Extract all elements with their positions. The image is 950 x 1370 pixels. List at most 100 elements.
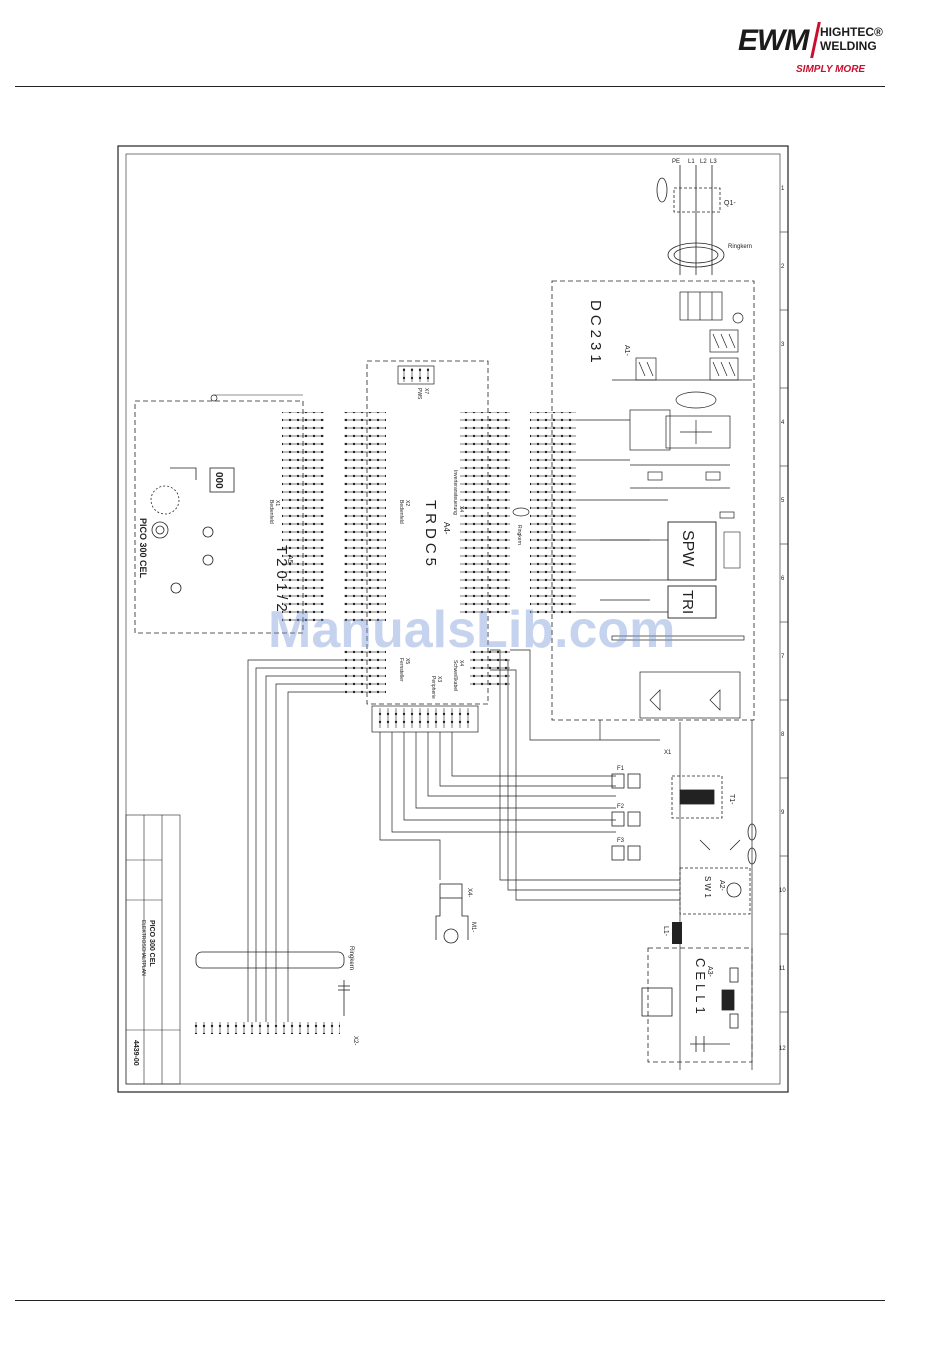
- a5-name: T201/2: [273, 545, 290, 616]
- fernsteller-label: Fernsteller: [398, 658, 404, 682]
- a5-label: A5-: [286, 555, 293, 567]
- panel-title: PICO 300 CEL: [138, 518, 148, 579]
- x1-label: X1: [274, 500, 280, 506]
- x2-pins-a: [344, 412, 386, 624]
- panel-controls: [150, 467, 235, 594]
- x3-label: X3: [436, 676, 442, 682]
- col-num: 4: [781, 420, 785, 426]
- power-section: [600, 291, 752, 719]
- x2-ext-label: X2-: [352, 1036, 358, 1045]
- ewm-logo: EWM HIGHTEC® WELDING SIMPLY MORE: [738, 22, 888, 78]
- ringkern-lower-label: Ringkern: [348, 946, 354, 970]
- drawing-inner-frame: [125, 153, 781, 1085]
- bedienfeld-label: Bedienfeld: [268, 500, 274, 524]
- l1-choke: [672, 922, 682, 944]
- header-rule: [15, 86, 885, 87]
- l3-input-label: L3: [710, 159, 717, 165]
- x1-ext-label: X1: [664, 750, 672, 756]
- x7-pws-connector: [397, 365, 435, 385]
- x5-pins: [344, 648, 386, 696]
- peripherie-label: Peripherie: [430, 676, 436, 699]
- panel-display: 000: [213, 472, 224, 489]
- title-product: PICO 300 CEL: [148, 920, 155, 967]
- connector-strips: [190, 412, 576, 1034]
- footer-rule: [15, 1300, 885, 1301]
- a4-label: A4-: [442, 522, 451, 535]
- title-drawing-number: 4439-00: [132, 1040, 139, 1066]
- col-num: 6: [781, 576, 785, 582]
- schweisskabel-label: Schweißkabel: [452, 660, 458, 691]
- bedienfeld-label-2: Bedienfeld: [398, 500, 404, 524]
- a3-label: A3-: [706, 966, 713, 978]
- col-num: 8: [781, 732, 785, 738]
- x2-ext-pins: [190, 1022, 340, 1034]
- sw1-block: [679, 867, 751, 915]
- sw1-label: S W 1: [703, 876, 712, 898]
- logo-welding: WELDING: [820, 39, 877, 53]
- col-num: 3: [781, 342, 785, 348]
- x4-label-b: X4: [458, 660, 464, 666]
- ringkern-label: Ringkern: [728, 244, 752, 250]
- f3-label: F3: [617, 838, 625, 844]
- tri-block: [667, 585, 717, 619]
- col-num: 2: [781, 264, 785, 270]
- x4-pins-b: [470, 648, 510, 688]
- title-description: ELEKTROSCHALTPLAN: [140, 920, 146, 976]
- logo-tagline: SIMPLY MORE: [796, 64, 866, 75]
- module-a1-dc231: [551, 280, 755, 721]
- col-num: 12: [779, 1046, 786, 1052]
- relay-contacts: [699, 823, 757, 865]
- title-block: [125, 814, 181, 1085]
- mains-input: [656, 165, 725, 275]
- signal-wiring: [247, 419, 753, 1070]
- col-num: 11: [779, 966, 786, 972]
- x4-pins: [460, 412, 510, 616]
- col-num: 10: [779, 888, 786, 894]
- ringkern-lower: [195, 951, 350, 1016]
- col-num: 5: [781, 498, 785, 504]
- logo-hightec: HIGHTEC®: [820, 25, 883, 39]
- column-ticks: [780, 231, 788, 1013]
- drawing-frame: [117, 145, 789, 1093]
- tri-label: TRI: [679, 590, 696, 614]
- watermark: ManualsLib.com: [268, 601, 676, 659]
- m1-label: M1-: [470, 922, 476, 932]
- l2-input-label: L2: [700, 159, 707, 165]
- module-a5-panel: [134, 400, 304, 634]
- spw-label: SPW: [679, 530, 696, 567]
- a3-name: CELL1: [693, 958, 708, 1018]
- inverter-label: Inverteransteuerung: [452, 470, 458, 515]
- x5-label: X5: [404, 658, 410, 664]
- x2-label: X2: [404, 500, 410, 506]
- pe-label: PE: [672, 159, 680, 165]
- a2-symbol: [726, 882, 742, 898]
- logo-ewm-text: EWM: [738, 24, 809, 57]
- col-num: 9: [781, 810, 785, 816]
- x3-pins: [376, 708, 474, 728]
- cell1-internals: [641, 967, 739, 1052]
- ringkern-mid-label: Ringkern: [516, 525, 522, 545]
- module-a3-cell1: [647, 947, 753, 1063]
- col-num: 7: [781, 654, 785, 660]
- q1-label: Q1-: [724, 200, 736, 207]
- transformer-t1: [671, 775, 723, 819]
- pws-label: PWS: [416, 388, 422, 400]
- x7-pins: [400, 368, 432, 382]
- x4-label: X4: [458, 506, 464, 512]
- f1-label: F1: [617, 766, 625, 772]
- fuses: [611, 773, 641, 861]
- spw-block: [667, 521, 717, 581]
- fan-m1: [435, 883, 469, 944]
- ground-symbol: [210, 394, 218, 402]
- f2-label: F2: [617, 804, 625, 810]
- t1-label: T1-: [728, 794, 735, 805]
- a1-name: DC231: [587, 300, 604, 367]
- x3-connector: [371, 705, 479, 733]
- aux-block: [723, 531, 741, 569]
- a4-name: TRDC5: [422, 500, 439, 570]
- a1-pins: [530, 412, 576, 616]
- x4-ext-label: X4-: [466, 888, 472, 897]
- col-num: 1: [781, 186, 785, 192]
- ringkern-mid: [512, 507, 530, 517]
